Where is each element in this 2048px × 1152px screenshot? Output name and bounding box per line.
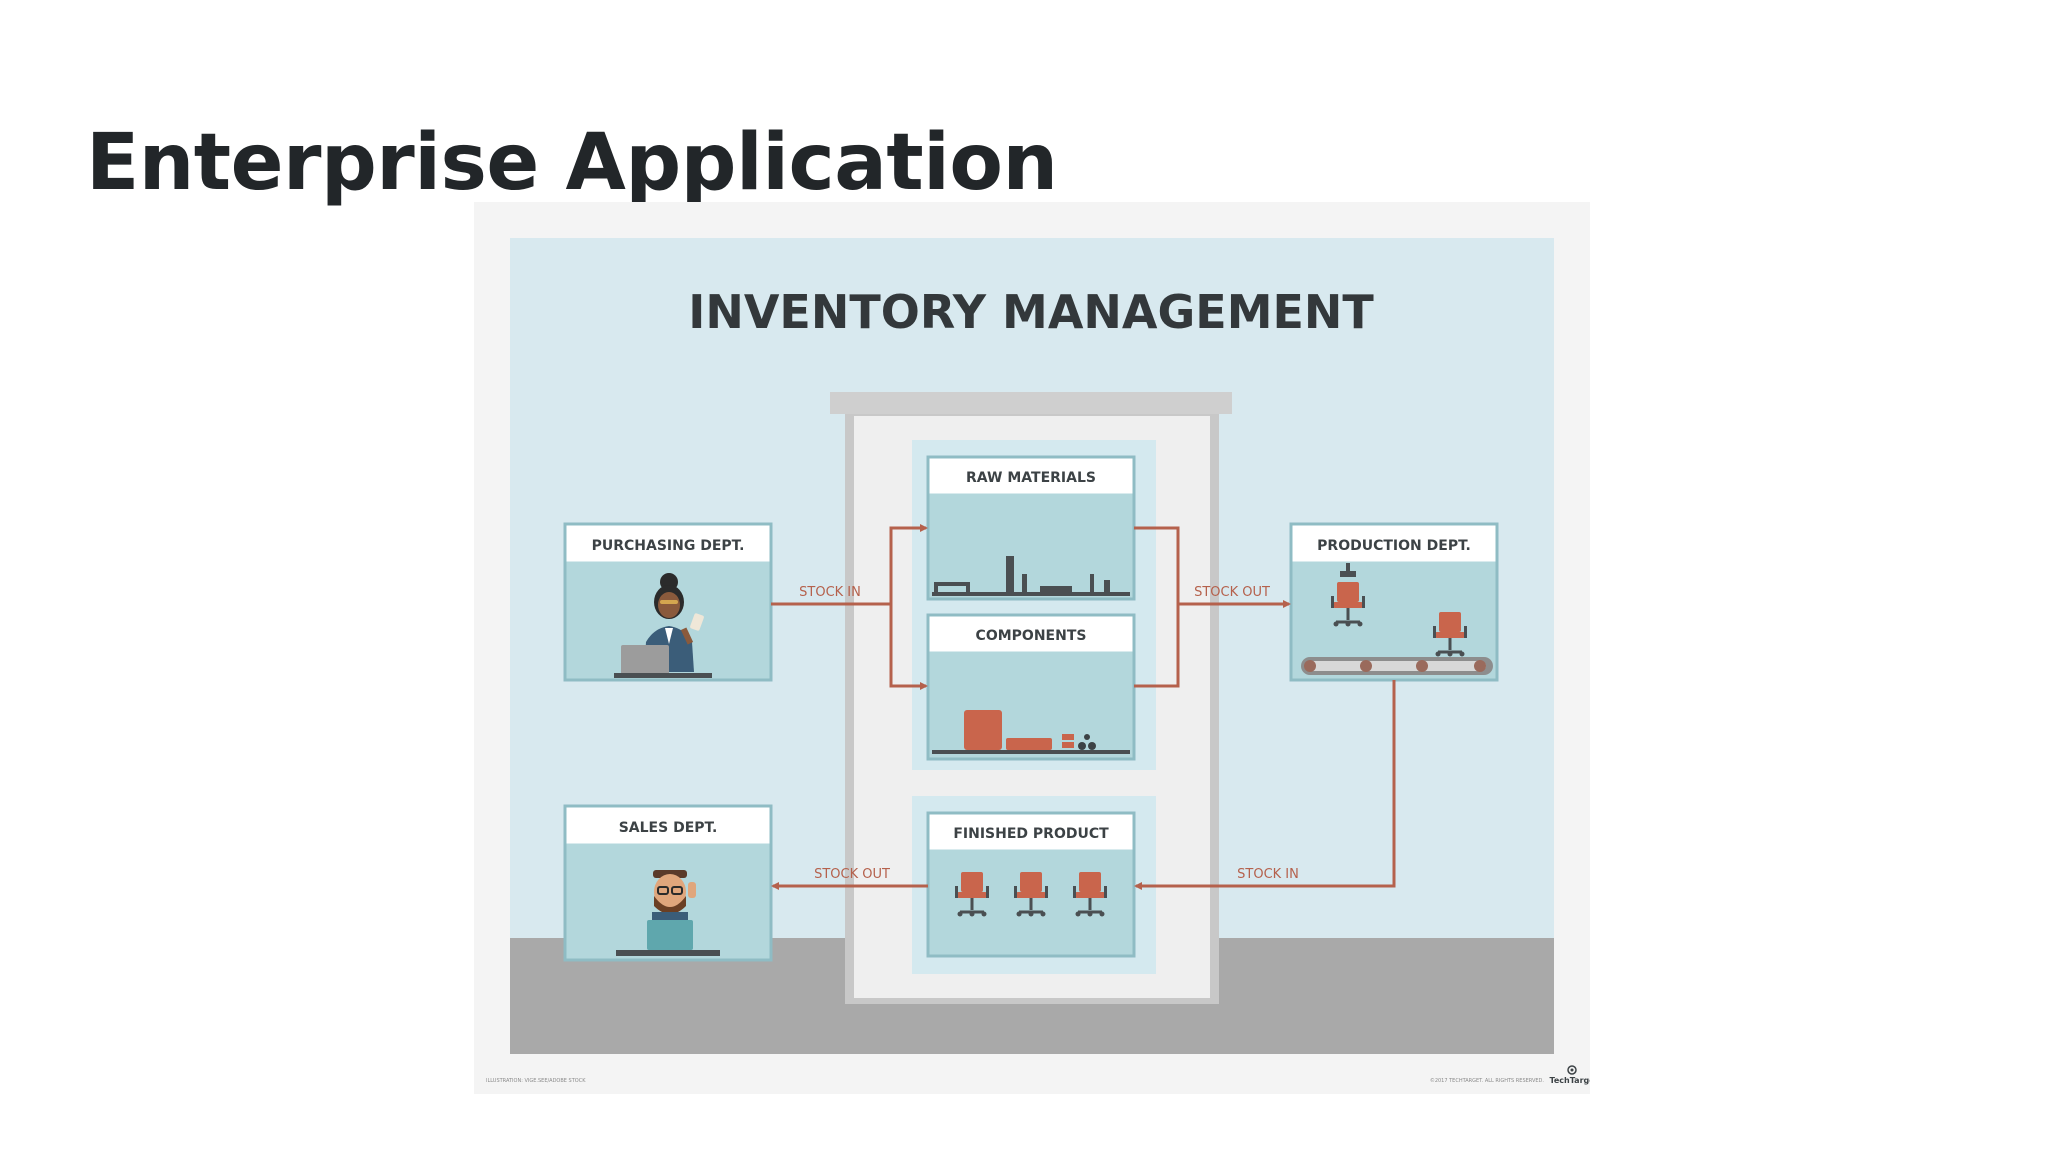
sales-dept-box: SALES DEPT. bbox=[563, 804, 773, 962]
copyright-notice: ©2017 TECHTARGET. ALL RIGHTS RESERVED. bbox=[1430, 1077, 1545, 1084]
inventory-diagram: INVENTORY MANAGEMENT RAW MATERIALS COMPO… bbox=[474, 202, 1590, 1094]
sales-dept-label: SALES DEPT. bbox=[619, 820, 718, 836]
slide-title: Enterprise Application bbox=[86, 118, 1058, 208]
svg-text:TechTarget: TechTarget bbox=[1549, 1076, 1590, 1085]
edge-label-stock-in: STOCK IN bbox=[1237, 867, 1299, 882]
finished-product-label: FINISHED PRODUCT bbox=[953, 826, 1109, 842]
components-label: COMPONENTS bbox=[976, 628, 1087, 644]
assembly-line-icon bbox=[1301, 563, 1493, 675]
illustration-credit: ILLUSTRATION: VIGE.SEE/ADOBE STOCK bbox=[486, 1078, 586, 1084]
finished-product-box: FINISHED PRODUCT bbox=[926, 811, 1136, 958]
raw-materials-label: RAW MATERIALS bbox=[966, 470, 1096, 486]
components-box: COMPONENTS bbox=[926, 613, 1136, 761]
raw-materials-box: RAW MATERIALS bbox=[926, 455, 1136, 601]
edge-label-stock-in: STOCK IN bbox=[799, 585, 861, 600]
diagram-title: INVENTORY MANAGEMENT bbox=[688, 285, 1374, 339]
raw-materials-items bbox=[932, 556, 1130, 596]
edge-label-stock-out: STOCK OUT bbox=[1194, 585, 1270, 600]
edge-label-stock-out: STOCK OUT bbox=[814, 867, 890, 882]
inventory-diagram-svg: INVENTORY MANAGEMENT RAW MATERIALS COMPO… bbox=[486, 238, 1590, 1085]
sales-agent-icon bbox=[616, 870, 720, 956]
flow-connectors bbox=[771, 524, 1396, 890]
production-dept-box: PRODUCTION DEPT. bbox=[1289, 522, 1499, 682]
purchasing-dept-box: PURCHASING DEPT. bbox=[563, 522, 773, 682]
purchasing-dept-label: PURCHASING DEPT. bbox=[592, 538, 745, 554]
production-dept-label: PRODUCTION DEPT. bbox=[1317, 538, 1471, 554]
components-items bbox=[932, 710, 1130, 754]
techtarget-logo: TechTarget bbox=[1549, 1065, 1590, 1085]
warehouse-roof bbox=[830, 392, 1232, 414]
purchasing-agent-icon bbox=[614, 573, 712, 678]
